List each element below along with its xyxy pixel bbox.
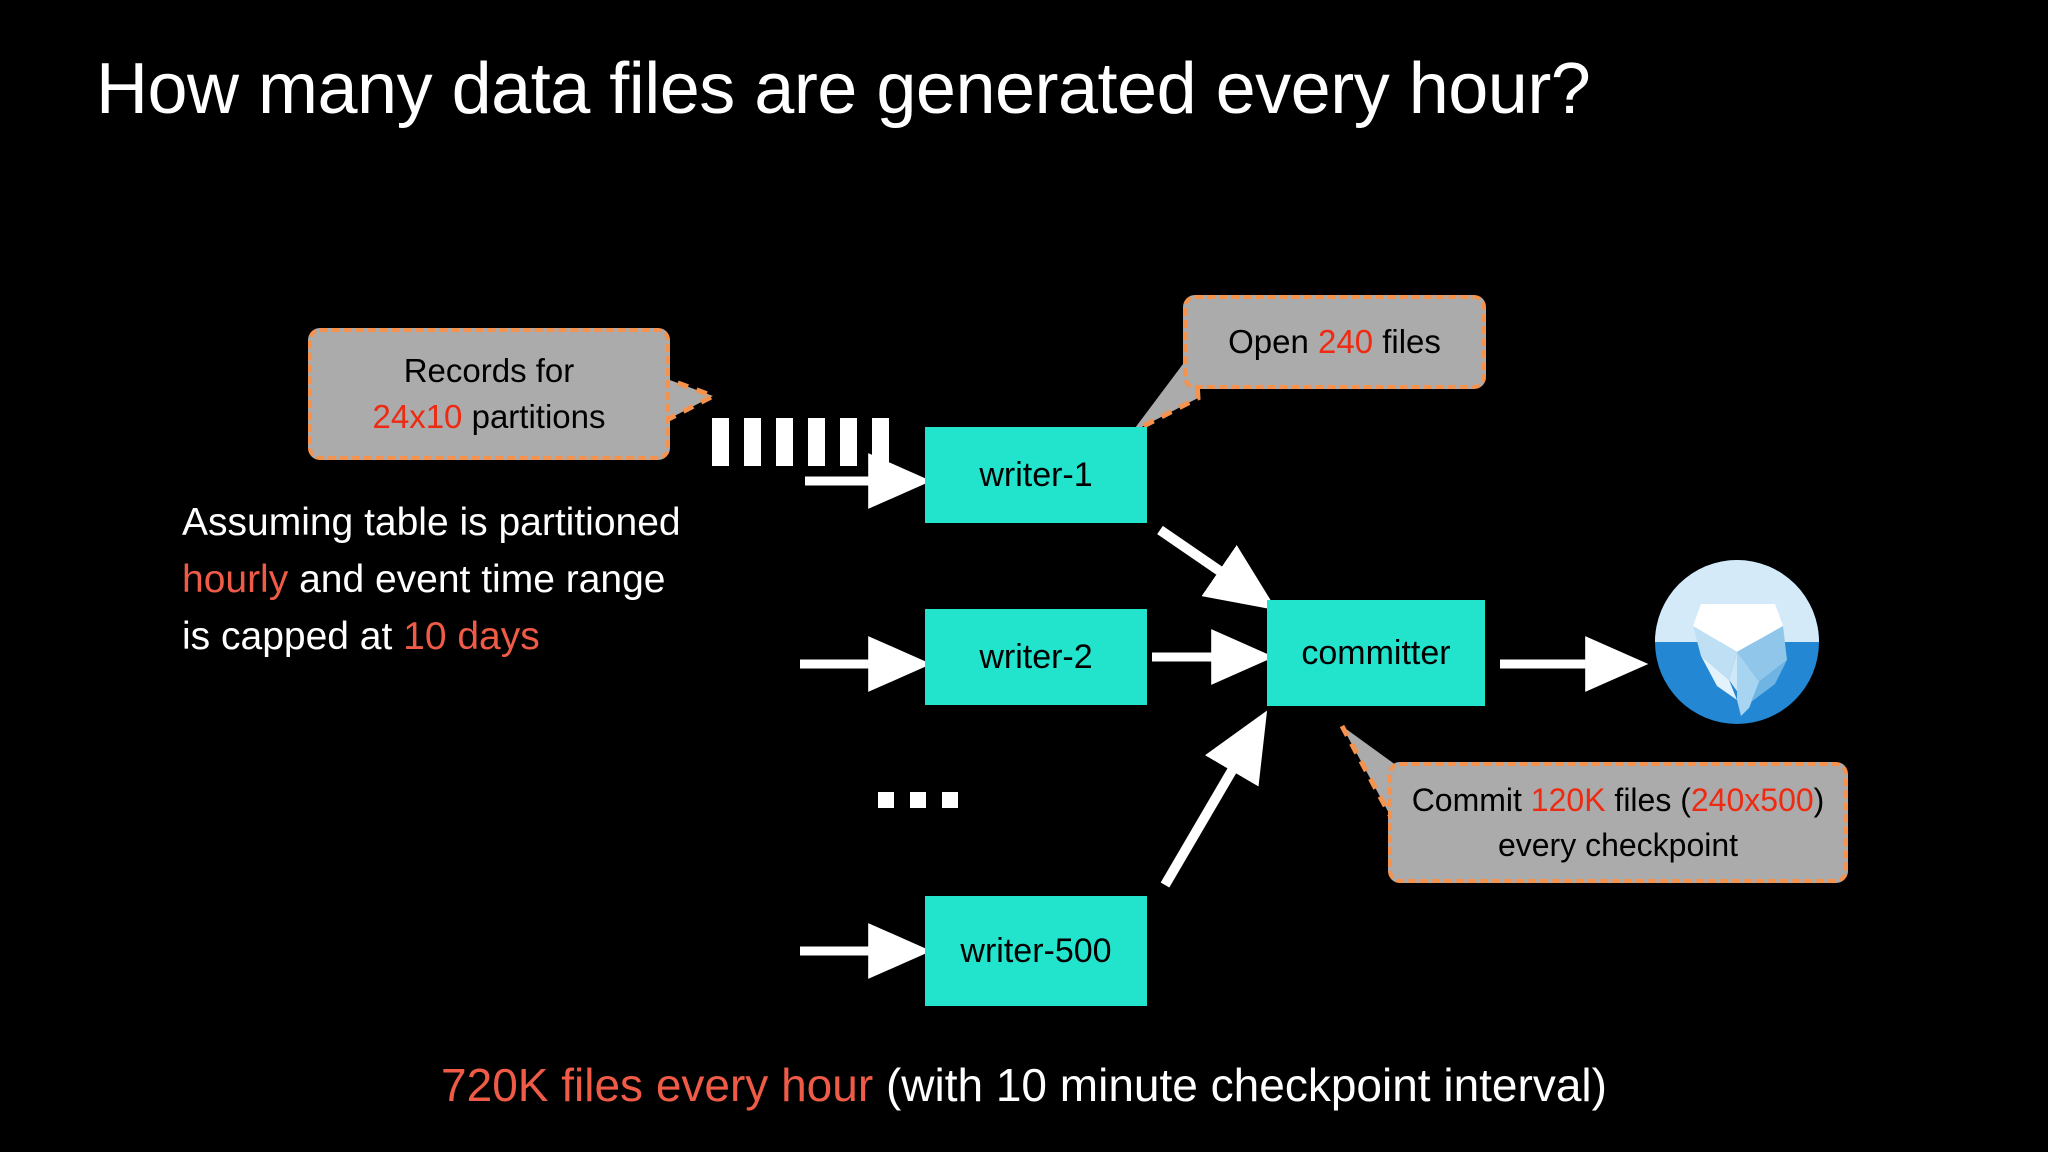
callout-records-partitions: Records for 24x10 partitions xyxy=(308,328,670,460)
node-writer-2: writer-2 xyxy=(925,609,1147,705)
callout-open-files-line: Open 240 files xyxy=(1228,319,1441,365)
callout-records-line-1: Records for xyxy=(403,352,575,389)
record-stream-stripes xyxy=(712,418,912,466)
callout-open-prefix: Open xyxy=(1228,323,1318,360)
node-writer-1-label: writer-1 xyxy=(979,455,1093,494)
assumption-tendays-highlight: 10 days xyxy=(403,615,540,658)
assumption-line-1: Assuming table is partitioned xyxy=(182,501,681,544)
callout-records-line-2: 24x10 partitions xyxy=(373,394,606,440)
assumption-line-3: is capped at 10 days xyxy=(182,608,681,665)
callout-commit-line-2: every checkpoint xyxy=(1497,826,1739,863)
node-writer-500-label: writer-500 xyxy=(960,931,1112,970)
node-writer-1: writer-1 xyxy=(925,427,1147,523)
callout-open-suffix: files xyxy=(1373,323,1441,360)
callout-records-rest: partitions xyxy=(462,398,606,435)
assumption-line-3-prefix: is capped at xyxy=(182,615,404,658)
callout-commit-mid: files ( xyxy=(1605,781,1691,818)
assumption-line-2-rest: and event time range xyxy=(288,558,666,601)
assumption-line-2: hourly and event time range xyxy=(182,551,681,608)
callout-commit-suffix: ) xyxy=(1813,781,1825,818)
record-stripe xyxy=(712,418,729,466)
assumption-text: Assuming table is partitioned hourly and… xyxy=(182,494,681,665)
record-stripe xyxy=(808,418,825,466)
callout-records-highlight: 24x10 xyxy=(372,398,463,435)
record-stripe xyxy=(872,418,889,466)
apache-iceberg-logo-icon xyxy=(1655,560,1819,724)
ellipsis-dot xyxy=(942,792,958,808)
node-writer-2-label: writer-2 xyxy=(979,637,1093,676)
node-committer: committer xyxy=(1267,600,1485,706)
ellipsis-dot xyxy=(910,792,926,808)
ellipsis-dot xyxy=(878,792,894,808)
bottom-caption: 720K files every hour (with 10 minute ch… xyxy=(0,1058,2048,1112)
assumption-hourly-highlight: hourly xyxy=(182,558,289,601)
caption-highlight: 720K files every hour xyxy=(441,1059,874,1111)
callout-commit-line-1: Commit 120K files (240x500) xyxy=(1412,778,1825,823)
node-committer-label: committer xyxy=(1301,633,1451,672)
arrow-writer-1-to-committer xyxy=(1157,525,1277,611)
page-title: How many data files are generated every … xyxy=(96,49,1591,129)
node-writer-500: writer-500 xyxy=(925,896,1147,1006)
caption-rest: (with 10 minute checkpoint interval) xyxy=(873,1059,1607,1111)
callout-commit-highlight-120k: 120K xyxy=(1530,781,1606,818)
record-stripe xyxy=(776,418,793,466)
callout-open-highlight: 240 xyxy=(1317,323,1374,360)
arrow-writer-500-to-committer xyxy=(1160,710,1268,888)
record-stripe xyxy=(840,418,857,466)
ellipsis-dots xyxy=(878,792,958,808)
callout-open-files: Open 240 files xyxy=(1183,295,1486,389)
callout-commit-files: Commit 120K files (240x500) every checkp… xyxy=(1388,762,1848,883)
callout-commit-prefix: Commit xyxy=(1411,781,1531,818)
callout-commit-highlight-240x500: 240x500 xyxy=(1690,781,1814,818)
record-stripe xyxy=(744,418,761,466)
